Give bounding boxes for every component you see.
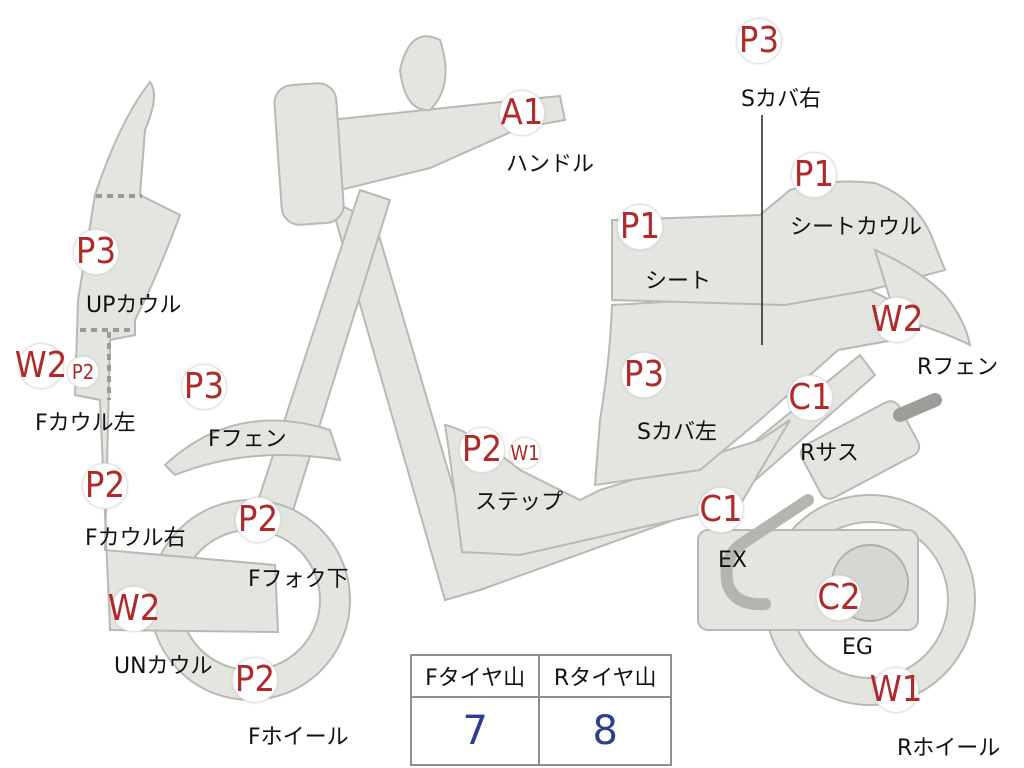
marker-w2-f-cowl-left: W2 [15, 343, 67, 389]
marker-p2-f-cowl-right: P2 [82, 463, 128, 509]
label-r-sus: Rサス [800, 441, 859, 466]
marker-p2-f-wheel: P2 [232, 657, 278, 703]
marker-p3-s-cover-right: P3 [736, 18, 782, 64]
marker-c2-eg: C2 [816, 575, 862, 621]
label-r-wheel: Rホイール [897, 736, 1001, 761]
mirror-shape [398, 35, 447, 112]
marker-p3-f-fender: P3 [181, 364, 227, 410]
marker-p1-seat-cowl: P1 [791, 152, 837, 198]
label-s-cover-left: Sカバ左 [637, 420, 717, 445]
exhaust-pipe-shape [720, 494, 814, 611]
label-f-cowl-right: Fカウル右 [85, 526, 186, 551]
shock-rod-shape [893, 393, 942, 422]
rear-fender-shape [873, 248, 972, 347]
marker-w2-r-fender: W2 [871, 297, 923, 343]
f-tire-tread-header: Fタイヤ山 [409, 654, 541, 698]
label-seat-cowl: シートカウル [790, 215, 923, 240]
tire-tread-table: Fタイヤ山 Rタイヤ山 7 8 [409, 654, 672, 766]
marker-p3-up-cowl: P3 [73, 229, 119, 275]
marker-p2-f-cowl-left: P2 [67, 356, 99, 388]
marker-w2-un-cowl: W2 [108, 586, 160, 632]
r-tire-tread-value: 8 [538, 696, 672, 766]
marker-p3-s-cover-left: P3 [621, 352, 667, 398]
label-s-cover-right: Sカバ右 [741, 87, 821, 112]
marker-p2-step: P2 [459, 427, 505, 473]
label-eg: EG [842, 635, 873, 660]
label-un-cowl: UNカウル [114, 654, 213, 679]
label-step: ステップ [475, 490, 564, 515]
marker-c1-r-sus: C1 [787, 375, 833, 421]
label-seat: シート [645, 269, 712, 294]
label-f-fork-lower: Fフォク下 [248, 567, 349, 592]
marker-a1-handle: A1 [499, 90, 545, 136]
label-f-cowl-left: Fカウル左 [35, 411, 136, 436]
label-f-wheel: Fホイール [248, 725, 349, 750]
handle-grip-shape [273, 82, 345, 226]
marker-p2-f-fork-lower: P2 [235, 497, 281, 543]
front-fender-shape [163, 419, 342, 477]
front-fork-shape [253, 188, 392, 522]
r-tire-tread-header: Rタイヤ山 [538, 654, 672, 698]
label-ex: EX [718, 548, 747, 573]
marker-c1-ex: C1 [698, 487, 744, 533]
f-tire-tread-value: 7 [409, 696, 541, 766]
marker-p1-seat: P1 [617, 204, 663, 250]
label-r-fender: Rフェン [917, 355, 999, 380]
front-cowl-shape [73, 80, 280, 634]
label-f-fender: Fフェン [208, 427, 287, 452]
marker-w1-step: W1 [509, 437, 541, 469]
label-handle: ハンドル [506, 152, 595, 177]
marker-w1-r-wheel: W1 [870, 667, 922, 713]
shock-absorber-shape [799, 400, 921, 500]
side-cover-shape [593, 288, 932, 487]
label-up-cowl: UPカウル [86, 293, 182, 318]
